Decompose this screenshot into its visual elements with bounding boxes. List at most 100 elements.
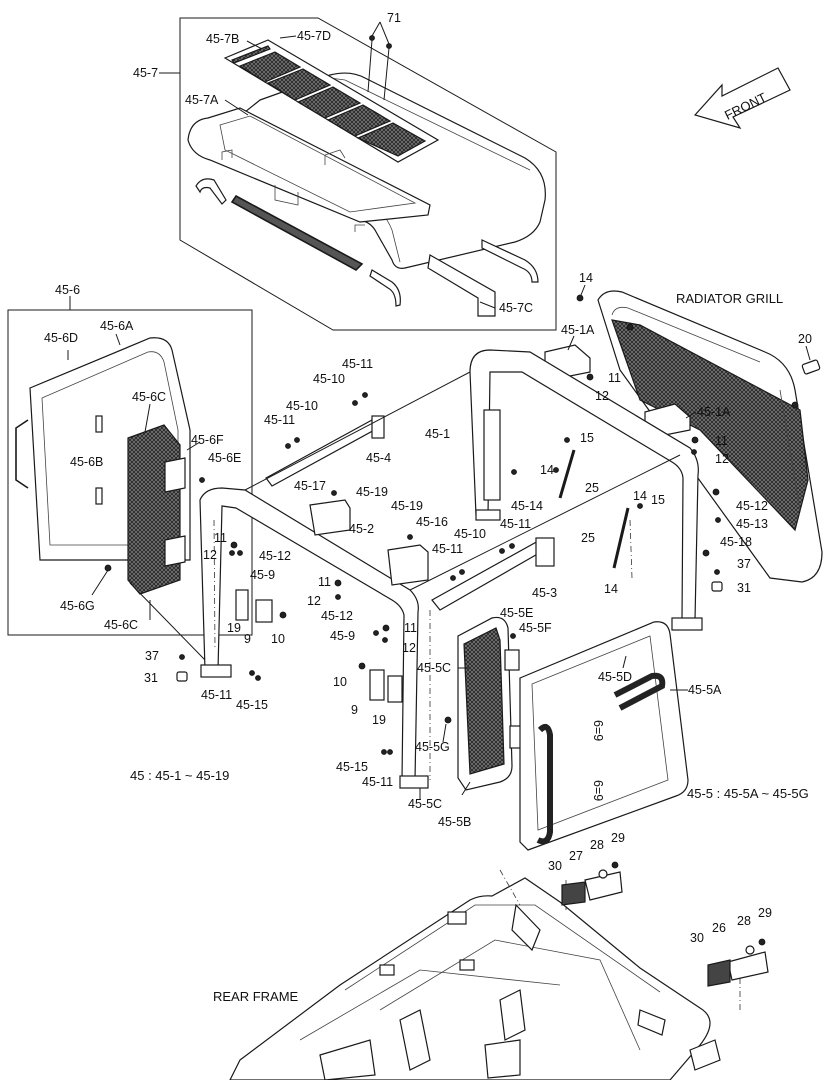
latch-bracket-19-9-left bbox=[235, 589, 287, 623]
callout-45-13: 45-13 bbox=[736, 517, 768, 531]
door-mesh-45-6b bbox=[127, 424, 181, 595]
callout-10-a: 10 bbox=[271, 632, 285, 646]
callout-11-d: 11 bbox=[318, 575, 331, 589]
callout-45-6c-bot: 45-6C bbox=[104, 618, 138, 632]
callout-25-a: 25 bbox=[585, 481, 599, 495]
hood-inset-frame bbox=[179, 17, 557, 331]
callout-45-6c-top: 45-6C bbox=[132, 390, 166, 404]
frame-45-4 bbox=[265, 419, 379, 487]
callout-45-7a: 45-7A bbox=[185, 93, 219, 107]
callout-45-11-d: 45-11 bbox=[432, 542, 463, 556]
callout-45-5c-top: 45-5C bbox=[417, 661, 451, 675]
callout-10-b: 10 bbox=[333, 675, 347, 689]
frame-45-2 bbox=[199, 487, 419, 781]
callout-14-top: 14 bbox=[579, 271, 593, 285]
bracket-45-16 bbox=[387, 544, 429, 586]
door-handle-45-5a-side bbox=[536, 724, 553, 845]
callout-45-5d: 45-5D bbox=[598, 670, 632, 684]
callout-14-c: 14 bbox=[604, 582, 618, 596]
door-handle-45-5a-top bbox=[613, 672, 666, 711]
hood-seal-strip bbox=[230, 194, 364, 271]
hood-rib-2 bbox=[324, 149, 346, 165]
callout-45-10-a: 45-10 bbox=[313, 372, 345, 386]
callout-45-11-a: 45-11 bbox=[342, 357, 373, 371]
fasteners bbox=[176, 373, 723, 755]
door-marking-1: 6=9 bbox=[591, 720, 605, 741]
callout-45-5b: 45-5B bbox=[438, 815, 471, 829]
range-note-45: 45 : 45-1 ~ 45-19 bbox=[130, 768, 229, 783]
callout-45-6a: 45-6A bbox=[100, 319, 134, 333]
callout-45-15-b: 45-15 bbox=[336, 760, 368, 774]
gas-strut-25-b bbox=[612, 507, 630, 569]
callout-45-5g: 45-5G bbox=[415, 740, 450, 754]
callout-30-b: 30 bbox=[690, 931, 704, 945]
callout-12-b: 12 bbox=[715, 452, 729, 466]
callout-37-b: 37 bbox=[145, 649, 159, 663]
rear-frame bbox=[229, 869, 741, 1080]
gas-strut-25-a bbox=[558, 449, 576, 499]
callout-45-11-e: 45-11 bbox=[201, 688, 232, 702]
callout-45-4: 45-4 bbox=[366, 451, 391, 465]
callout-45-6e: 45-6E bbox=[208, 451, 241, 465]
callout-45-9-a: 45-9 bbox=[250, 568, 275, 582]
hood-bracket-rear bbox=[481, 239, 539, 283]
callout-37-a: 37 bbox=[737, 557, 751, 571]
callout-45-6b: 45-6B bbox=[70, 455, 103, 469]
hood-rib-4 bbox=[354, 224, 365, 232]
callout-45-11-f: 45-11 bbox=[362, 775, 393, 789]
left-door-inset-frame bbox=[7, 309, 253, 636]
callout-12-e: 12 bbox=[402, 641, 416, 655]
bolt-14-top bbox=[576, 294, 584, 302]
frame-45-1 bbox=[469, 349, 699, 621]
callout-45-9-b: 45-9 bbox=[330, 629, 355, 643]
hood-seal-left bbox=[195, 178, 227, 205]
callout-45-5a: 45-5A bbox=[688, 683, 722, 697]
bracket-45-17 bbox=[309, 499, 351, 536]
callout-27: 27 bbox=[569, 849, 583, 863]
hood-screen-45-7b bbox=[223, 39, 440, 163]
hood-bracket-45-7c bbox=[427, 254, 496, 317]
callout-11-a: 11 bbox=[608, 371, 621, 385]
callout-45-5c-bot: 45-5C bbox=[408, 797, 442, 811]
callout-12-c: 12 bbox=[203, 548, 217, 562]
hood-cover-crease bbox=[329, 77, 531, 171]
callout-28-b: 28 bbox=[737, 914, 751, 928]
left-door-group bbox=[7, 296, 253, 661]
callout-29-b: 29 bbox=[758, 906, 772, 920]
callout-45-12-c: 45-12 bbox=[736, 499, 768, 513]
front-arrow-icon bbox=[693, 67, 791, 130]
callout-45-14: 45-14 bbox=[511, 499, 543, 513]
callout-45-5f: 45-5F bbox=[519, 621, 552, 635]
range-note-45-5: 45-5 : 45-5A ~ 45-5G bbox=[687, 786, 809, 801]
radiator-grill-label: RADIATOR GRILL bbox=[676, 291, 783, 306]
radiator-grill bbox=[544, 290, 823, 583]
mount-bracket-26 bbox=[707, 938, 769, 987]
hood-seal-right bbox=[369, 269, 401, 307]
callout-19-a: 19 bbox=[227, 621, 241, 635]
callout-labels: 71 45-7B 45-7D 45-7 45-7A 45-7C FRONT 14… bbox=[44, 11, 812, 1004]
callout-31-a: 31 bbox=[737, 581, 751, 595]
right-door-group: 6=9 6=9 bbox=[419, 616, 689, 851]
cab-frame bbox=[199, 349, 703, 789]
callout-45-7b: 45-7B bbox=[206, 32, 239, 46]
callout-30-a: 30 bbox=[548, 859, 562, 873]
callout-45-10-b: 45-10 bbox=[286, 399, 318, 413]
callout-45-6d: 45-6D bbox=[44, 331, 78, 345]
callout-45-19-b: 45-19 bbox=[391, 499, 423, 513]
callout-14-a: 14 bbox=[540, 463, 554, 477]
callout-45-7: 45-7 bbox=[133, 66, 158, 80]
callout-9-b: 9 bbox=[351, 703, 358, 717]
callout-26: 26 bbox=[712, 921, 726, 935]
hood-frame-inner bbox=[219, 115, 417, 213]
latch-bracket-19-9-right bbox=[358, 662, 403, 703]
callout-45-11-c: 45-11 bbox=[500, 517, 531, 531]
callout-45-19-a: 45-19 bbox=[356, 485, 388, 499]
door-marking-2: 6=9 bbox=[591, 780, 605, 801]
callout-45-3: 45-3 bbox=[532, 586, 557, 600]
hood-frame-45-7a bbox=[187, 107, 431, 223]
callout-45-7c: 45-7C bbox=[499, 301, 533, 315]
hood-assembly-group bbox=[159, 17, 557, 331]
callout-11-c: 11 bbox=[214, 531, 227, 545]
